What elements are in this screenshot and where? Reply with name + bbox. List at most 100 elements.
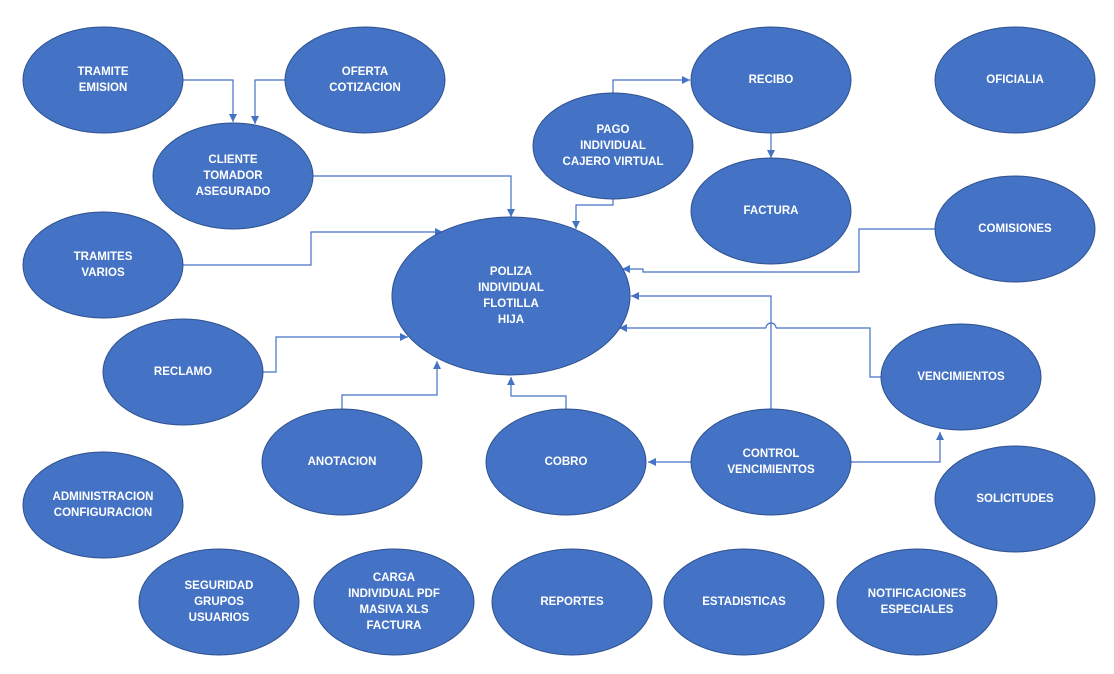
node-label-pago: PAGO [596,124,629,136]
node-label-administracion: ADMINISTRACION [53,491,154,503]
node-label-control-vencimientos: VENCIMIENTOS [727,464,815,476]
arrowhead-anotacion-to-poliza [433,361,441,369]
node-shape-oficialia [934,26,1096,134]
arrowhead-pago-to-poliza [572,221,580,229]
arrowhead-cobro-to-poliza [507,377,515,385]
connector-hop [765,322,777,329]
connector-tramites-varios-to-poliza [183,231,443,266]
connector-tramite-emision-to-cliente [183,79,234,122]
node-label-cliente: ASEGURADO [196,186,271,198]
node-oferta-cotizacion: OFERTA COTIZACION [284,26,446,134]
node-label-poliza: POLIZA [490,266,532,278]
node-comisiones: COMISIONES [934,175,1096,283]
arrowhead-tramite-emision-to-cliente [229,114,237,122]
node-vencimientos: VENCIMIENTOS [880,323,1042,431]
connector-cobro-to-poliza [510,377,567,409]
node-oficialia: OFICIALIA [934,26,1096,134]
node-label-comisiones: COMISIONES [978,223,1052,235]
node-label-administracion: CONFIGURACION [54,507,152,519]
node-label-tramite-emision: EMISION [79,82,128,94]
node-label-poliza: FLOTILLA [483,298,539,310]
arrowhead-control-to-poliza-top [631,292,639,300]
arrowhead-cliente-to-poliza [507,209,515,217]
node-carga: CARGA INDIVIDUAL PDF MASIVA XLS FACTURA [313,548,475,656]
connector-comisiones-to-poliza [622,228,936,273]
node-shape-reportes [491,548,653,656]
arrowhead-reclamo-to-poliza [400,333,408,341]
arrowhead-comisiones-to-poliza [622,265,630,273]
nodes: TRAMITE EMISION OFERTA COTIZACION CLIENTE TOM… [22,26,1096,656]
node-shape-control-vencimientos [690,408,852,516]
node-label-reclamo: RECLAMO [154,366,212,378]
node-label-recibo: RECIBO [749,74,794,86]
node-shape-tramites-varios [22,211,184,319]
node-control-vencimientos: CONTROL VENCIMIENTOS [690,408,852,516]
node-label-solicitudes: SOLICITUDES [976,493,1054,505]
connector-pago-to-recibo [612,79,690,94]
connector-reclamo-to-poliza [263,336,408,373]
node-label-notificaciones: NOTIFICACIONES [868,588,967,600]
arrowhead-oferta-to-cliente [251,116,259,124]
node-shape-estadisticas [663,548,825,656]
node-tramite-emision: TRAMITE EMISION [22,26,184,134]
node-shape-factura [690,157,852,265]
arrowhead-vencimientos-to-poliza-end [619,324,627,332]
node-label-reportes: REPORTES [540,596,604,608]
node-shape-pago [532,92,694,200]
node-anotacion: ANOTACION [261,408,423,516]
node-label-carga: FACTURA [367,620,422,632]
node-shape-anotacion [261,408,423,516]
node-shape-comisiones [934,175,1096,283]
node-factura: FACTURA [690,157,852,265]
connector-control-to-vencimientos [851,432,941,463]
node-label-vencimientos: VENCIMIENTOS [917,371,1005,383]
node-recibo: RECIBO [690,26,852,134]
node-shape-solicitudes [934,445,1096,553]
node-label-carga: MASIVA XLS [359,604,428,616]
node-label-control-vencimientos: CONTROL [743,448,800,460]
node-label-carga: CARGA [373,572,415,584]
node-estadisticas: ESTADISTICAS [663,548,825,656]
node-label-estadisticas: ESTADISTICAS [702,596,786,608]
node-label-tramites-varios: VARIOS [81,267,125,279]
node-label-carga: INDIVIDUAL PDF [348,588,440,600]
node-shape-administracion [22,451,184,559]
node-label-factura: FACTURA [744,205,799,217]
arrowhead-pago-to-recibo [682,76,690,84]
node-label-seguridad: SEGURIDAD [184,580,253,592]
node-reportes: REPORTES [491,548,653,656]
node-label-cliente: CLIENTE [208,154,258,166]
connectors [183,76,944,466]
connector-pago-to-poliza [575,199,614,229]
node-label-seguridad: GRUPOS [194,596,244,608]
node-administracion: ADMINISTRACION CONFIGURACION [22,451,184,559]
connector-control-to-poliza-top [631,295,772,332]
arrowhead-control-to-vencimientos [936,432,944,440]
node-cliente: CLIENTE TOMADOR ASEGURADO [152,122,314,230]
node-shape-poliza [391,216,631,376]
node-label-tramite-emision: TRAMITE [77,66,128,78]
arrowhead-recibo-to-factura [767,150,775,158]
node-label-oferta-cotizacion: OFERTA [342,66,388,78]
node-label-pago: INDIVIDUAL [580,140,646,152]
node-label-notificaciones: ESPECIALES [881,604,954,616]
node-shape-recibo [690,26,852,134]
node-shape-oferta-cotizacion [284,26,446,134]
node-shape-reclamo [102,318,264,426]
node-label-cobro: COBRO [545,456,588,468]
connector-cliente-to-poliza [312,175,512,217]
node-shape-carga [313,548,475,656]
node-label-anotacion: ANOTACION [308,456,377,468]
node-label-oferta-cotizacion: COTIZACION [329,82,401,94]
connector-oferta-to-cliente [254,79,285,124]
node-label-cliente: TOMADOR [203,170,263,182]
arrowhead-control-to-cobro [648,458,656,466]
connector-vencimientos-to-poliza [776,327,882,378]
node-cobro: COBRO [485,408,647,516]
node-notificaciones: NOTIFICACIONES ESPECIALES [836,548,998,656]
